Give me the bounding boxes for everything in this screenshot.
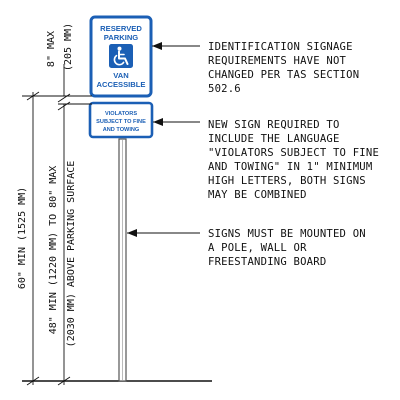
range-dimension-line [57,113,71,386]
range-label: 48" MIN (1220 MM) TO 80" MAX [48,166,59,335]
leader-arrow-new-sign [153,118,200,126]
sign-bottom-line-1: VIOLATORS [105,111,137,117]
leader-arrow-mounting [127,229,200,237]
identification-signage-note: IDENTIFICATION SIGNAGE REQUIREMENTS HAVE… [208,41,360,95]
sign-top-line-1: RESERVED [100,24,142,33]
total-min-label: 60" MIN (1525 MM) [17,187,28,289]
range-mm-label: (2030 MM) ABOVE PARKING SURFACE [66,161,77,348]
sign-bottom-line-3: AND TOWING [103,127,140,133]
gap-max-mm-label: (205 MM) [63,23,74,71]
gap-dimension-line [57,64,71,113]
mounting-requirement-note: SIGNS MUST BE MOUNTED ON A POLE, WALL OR… [208,228,366,268]
reserved-parking-sign: RESERVED PARKING VAN ACCESSIBLE [89,15,153,98]
sign-bottom-line-2: SUBJECT TO FINE [96,119,146,125]
new-sign-requirement-note: NEW SIGN REQUIRED TO INCLUDE THE LANGUAG… [208,119,380,201]
violators-fine-sign: VIOLATORS SUBJECT TO FINE AND TOWING [88,101,154,139]
sign-top-line-4: ACCESSIBLE [97,80,146,89]
gap-max-label: 8" MAX [46,31,57,67]
wheelchair-symbol-icon [109,44,133,68]
sign-top-line-3: VAN [113,71,128,80]
total-height-dimension-line [26,91,40,386]
sign-top-line-2: PARKING [104,33,139,42]
leader-arrow-identification [152,42,200,50]
